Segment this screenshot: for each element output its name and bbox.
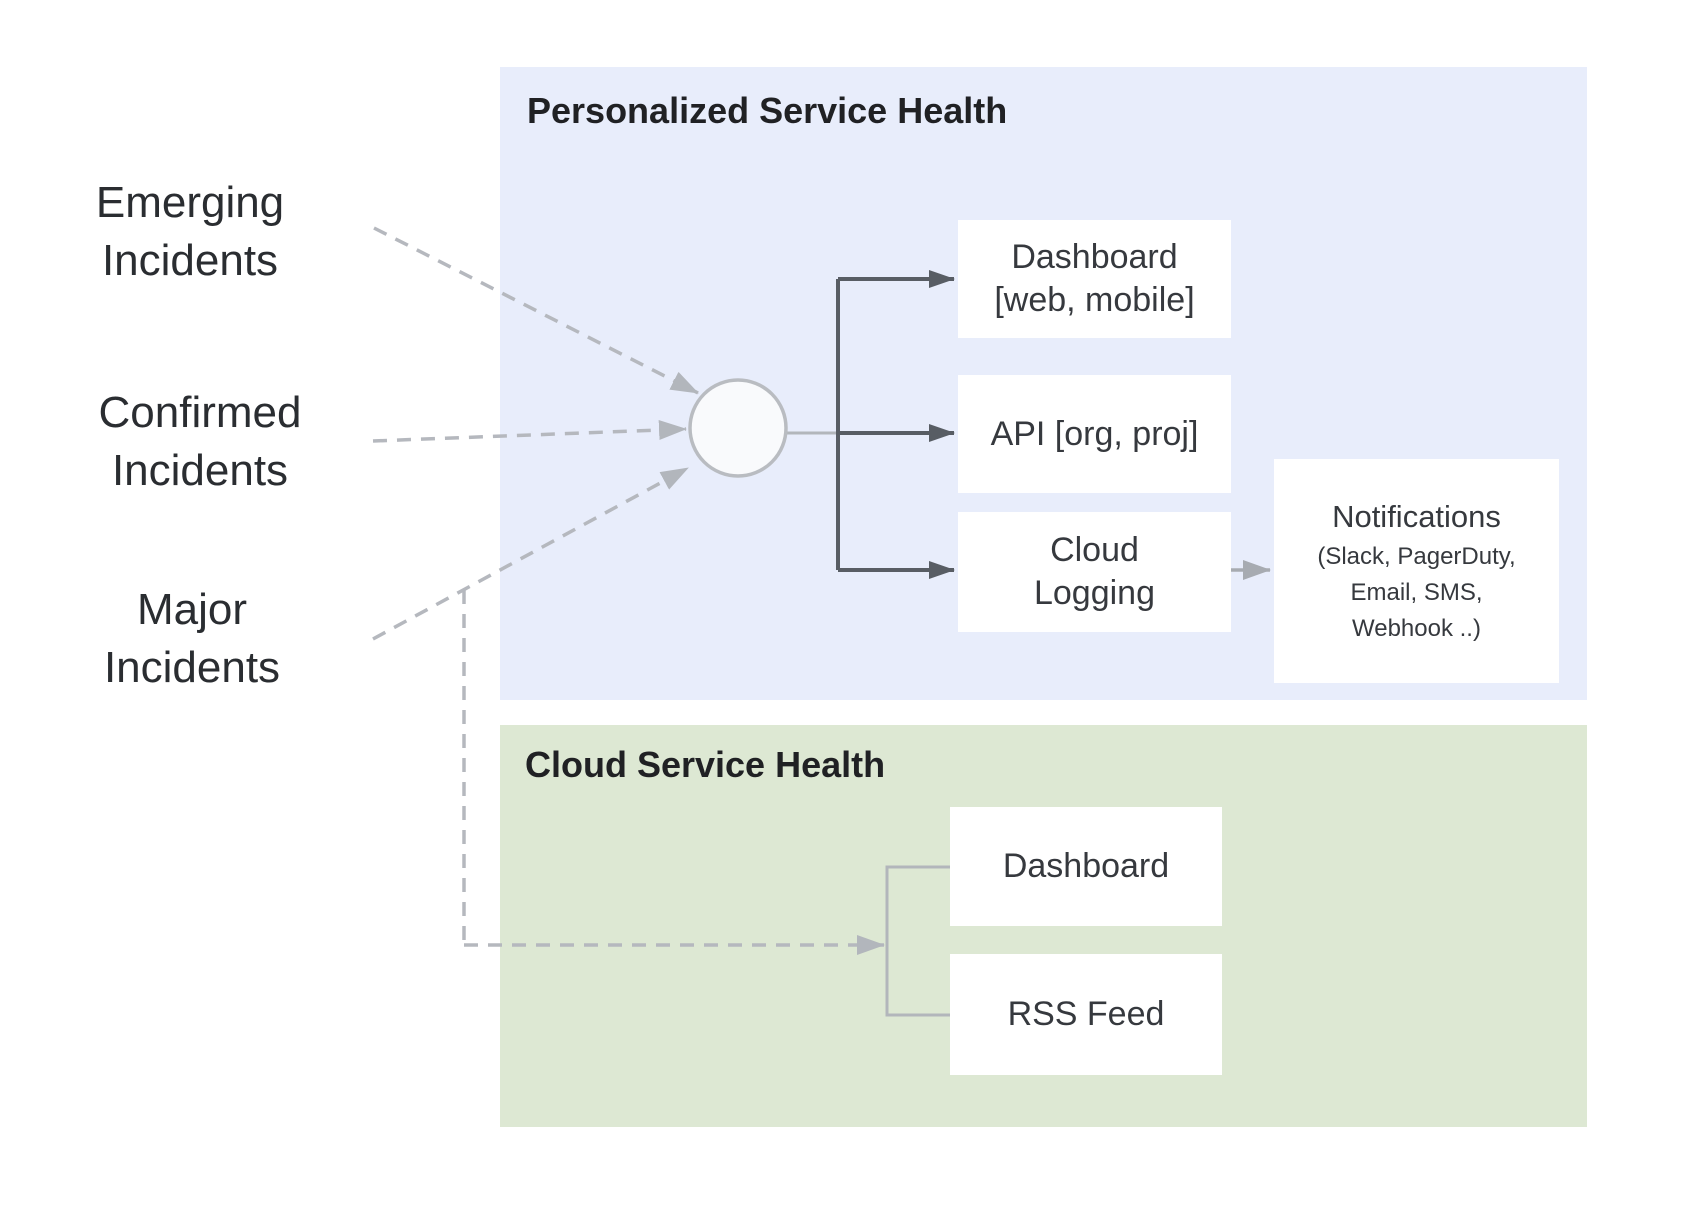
node-notifications: Notifications (Slack, PagerDuty, Email, … [1274,459,1559,683]
source-label-confirmed-incidents: Confirmed Incidents [45,384,355,500]
source-label-line: Emerging [95,178,285,227]
node-label-line: Dashboard [1002,847,1170,885]
node-cloud-logging: Cloud Logging [958,512,1231,632]
notifications-title: Notifications [1332,499,1501,534]
source-label-major-incidents: Major Incidents [42,581,342,697]
node-label-line: Logging [1033,574,1155,612]
dashed-arrow-major-to-hub [372,466,689,641]
node-label-line: Cloud [1050,531,1139,569]
bracket-dashboard-rss [885,865,950,1017]
cloud-panel-title: Cloud Service Health [525,744,886,785]
notifications-channels-line: (Slack, PagerDuty, [1317,543,1516,570]
source-label-line: Incidents [101,236,279,285]
dashed-arrow-emerging-to-hub [373,226,699,395]
node-dashboard-web-mobile: Dashboard [web, mobile] [958,220,1231,338]
notifications-channels-line: Webhook ..) [1352,615,1481,642]
node-label-line: [web, mobile] [994,281,1195,319]
node-api-org-proj: API [org, proj] [958,375,1231,493]
source-label-line: Major [136,585,248,634]
node-label-line: API [org, proj] [990,414,1199,453]
personalized-panel-title: Personalized Service Health [527,90,1008,131]
source-label-line: Incidents [103,643,281,692]
node-label-line: RSS Feed [1007,995,1165,1033]
source-label-emerging-incidents: Emerging Incidents [40,174,340,290]
node-label-line: Dashboard [1011,238,1178,276]
node-cloud-dashboard: Dashboard [950,807,1222,926]
notifications-channels-line: Email, SMS, [1350,579,1483,606]
node-rss-feed: RSS Feed [950,954,1222,1075]
source-label-line: Confirmed [98,388,302,437]
hub-node [688,378,788,478]
source-label-line: Incidents [111,446,289,495]
dashed-arrow-confirmed-to-hub [372,420,687,443]
